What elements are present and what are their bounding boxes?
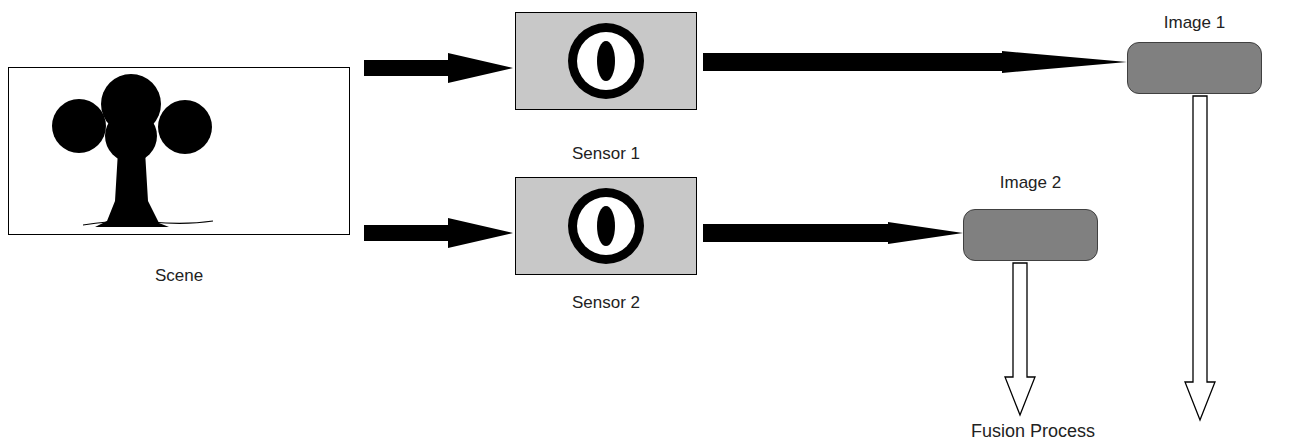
sensor-box: Sensor 2 [515, 177, 697, 275]
node-label: Sensor 1 [572, 144, 640, 164]
free-label: Fusion Process [971, 421, 1095, 441]
scene-box: Scene [8, 67, 350, 235]
node-label: Scene [155, 266, 203, 286]
node-label: Image 2 [1000, 173, 1061, 193]
image-box: Image 1 [1127, 42, 1262, 94]
tree-illustration [9, 68, 351, 236]
hollow-arrow [1005, 263, 1035, 415]
flow-arrow [703, 222, 963, 244]
hollow-arrow [1185, 96, 1215, 420]
flow-arrow [364, 53, 513, 83]
eye-icon [516, 178, 698, 276]
flow-arrow [364, 218, 513, 248]
flow-arrow [703, 51, 1127, 73]
image-box: Image 2 [963, 209, 1098, 261]
sensor-box: Sensor 1 [515, 12, 697, 110]
node-label: Sensor 2 [572, 293, 640, 313]
eye-icon [516, 13, 698, 111]
node-label: Image 1 [1164, 13, 1225, 33]
